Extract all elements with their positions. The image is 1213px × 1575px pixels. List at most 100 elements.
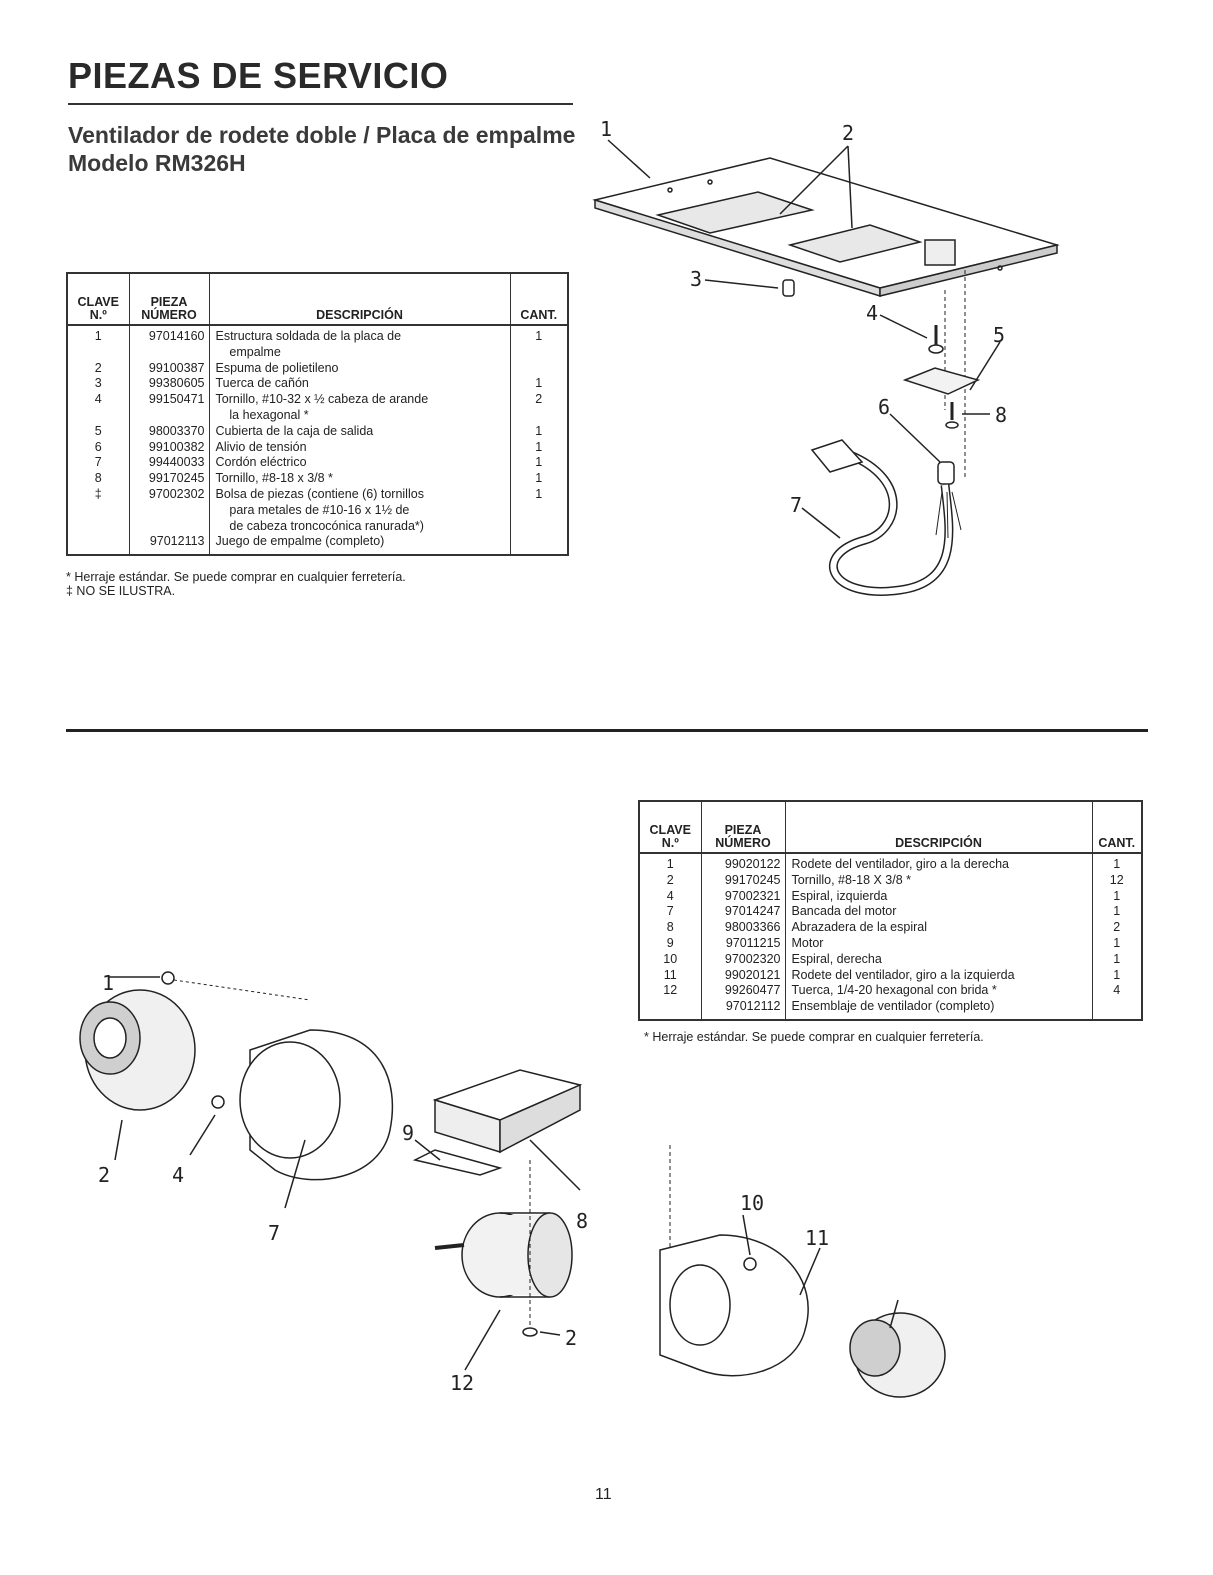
cell-descripcion: Alivio de tensión xyxy=(208,439,511,456)
cell-cant: 1 xyxy=(1091,888,1143,905)
cell-spacer xyxy=(128,550,210,556)
cell-clave: 1 xyxy=(66,325,130,345)
callout-7: 7 xyxy=(790,493,802,517)
cell-spacer xyxy=(509,550,569,556)
cell-cant: 1 xyxy=(1091,967,1143,984)
cell-cant xyxy=(509,360,569,377)
callout-2-right: 10 xyxy=(740,1191,764,1215)
section-divider xyxy=(66,729,1148,732)
cell-cant: 1 xyxy=(1091,951,1143,968)
cell-cant: 4 xyxy=(1091,983,1143,1000)
cell-numero: 99100387 xyxy=(128,360,210,377)
cell-cant: 1 xyxy=(509,471,569,487)
table-row: empalme xyxy=(66,344,569,361)
cell-clave xyxy=(66,518,130,535)
cell-cant xyxy=(509,344,569,361)
cell-cant: 1 xyxy=(509,325,569,345)
cell-numero: 97002321 xyxy=(700,888,786,905)
cell-descripcion: empalme xyxy=(208,344,511,361)
cell-cant: 1 xyxy=(509,439,569,456)
cell-spacer xyxy=(66,550,130,556)
cell-cant xyxy=(509,502,569,519)
callout-5: 5 xyxy=(993,323,1005,347)
cell-cant xyxy=(509,407,569,424)
cell-numero: 97002302 xyxy=(128,486,210,503)
cell-descripcion: Cubierta de la caja de salida xyxy=(208,423,511,440)
callout-6: 6 xyxy=(878,395,890,419)
table1-footnote-not-shown: ‡ NO SE ILUSTRA. xyxy=(66,584,176,598)
cell-descripcion: Juego de empalme (completo) xyxy=(208,534,511,551)
callout-3: 3 xyxy=(690,267,702,291)
cell-descripcion: Tuerca, 1/4-20 hexagonal con brida * xyxy=(784,983,1093,1000)
cell-numero: 98003366 xyxy=(700,920,786,936)
header-descripcion: DESCRIPCIÓN xyxy=(784,800,1093,854)
cell-descripcion: Abrazadera de la espiral xyxy=(784,920,1093,936)
cell-cant xyxy=(509,518,569,535)
cell-descripcion: Tornillo, #8-18 X 3/8 * xyxy=(784,872,1093,889)
cell-clave: 3 xyxy=(66,376,130,393)
cell-descripcion: Rodete del ventilador, giro a la izquier… xyxy=(784,967,1093,984)
table1-footnote-hardware: * Herraje estándar. Se puede comprar en … xyxy=(66,570,406,584)
cell-cant: 1 xyxy=(509,376,569,393)
cell-cant: 1 xyxy=(1091,853,1143,873)
cell-clave xyxy=(66,534,130,551)
cell-descripcion: Tornillo, #8-18 x 3/8 * xyxy=(208,471,511,487)
page-number: 11 xyxy=(595,1486,612,1503)
cell-clave: 2 xyxy=(638,872,702,889)
callout-9: 12 xyxy=(450,1371,474,1395)
cell-clave: 8 xyxy=(66,471,130,487)
callout-4: 7 xyxy=(268,1221,280,1245)
cell-descripcion: Espiral, izquierda xyxy=(784,888,1093,905)
cell-numero: 99100382 xyxy=(128,439,210,456)
callout-10: 11 xyxy=(805,1226,829,1250)
callout-4: 4 xyxy=(866,301,878,325)
cell-descripcion: de cabeza troncocónica ranurada*) xyxy=(208,518,511,535)
cell-clave: 7 xyxy=(638,904,702,921)
callout-1: 2 xyxy=(98,1163,110,1187)
cell-descripcion: Bolsa de piezas (contiene (6) tornillos xyxy=(208,486,511,503)
callout-12: 2 xyxy=(565,1326,577,1350)
cell-numero: 97014160 xyxy=(128,325,210,345)
cell-numero xyxy=(128,344,210,361)
header-cant: CANT. xyxy=(509,272,569,326)
cell-numero: 97012112 xyxy=(700,999,786,1015)
cell-descripcion: Tuerca de cañón xyxy=(208,376,511,393)
blower-diagram: 1 2 4 7 8 9 12 2 10 11 xyxy=(79,971,946,1398)
subtitle-line2: Modelo RM326H xyxy=(68,150,246,176)
cell-descripcion: Tornillo, #10-32 x ½ cabeza de arande xyxy=(208,392,511,408)
cell-clave: 1 xyxy=(638,853,702,873)
cell-clave: 4 xyxy=(638,888,702,905)
cell-clave: 12 xyxy=(638,983,702,1000)
cell-cant: 2 xyxy=(1091,920,1143,936)
cell-numero: 98003370 xyxy=(128,423,210,440)
junction-plate-diagram: 1 2 3 4 5 6 7 8 xyxy=(592,117,1060,596)
cell-clave xyxy=(66,344,130,361)
cell-descripcion: Cordón eléctrico xyxy=(208,455,511,472)
cell-numero: 97012113 xyxy=(128,534,210,551)
cell-cant: 1 xyxy=(1091,904,1143,921)
cell-descripcion: Ensemblaje de ventilador (completo) xyxy=(784,999,1093,1015)
cell-cant: 12 xyxy=(1091,872,1143,889)
header-cant: CANT. xyxy=(1091,800,1143,854)
cell-clave xyxy=(66,502,130,519)
cell-numero xyxy=(128,502,210,519)
callout-8: 9 xyxy=(402,1121,414,1145)
cell-clave: 2 xyxy=(66,360,130,377)
cell-numero: 99170245 xyxy=(700,872,786,889)
